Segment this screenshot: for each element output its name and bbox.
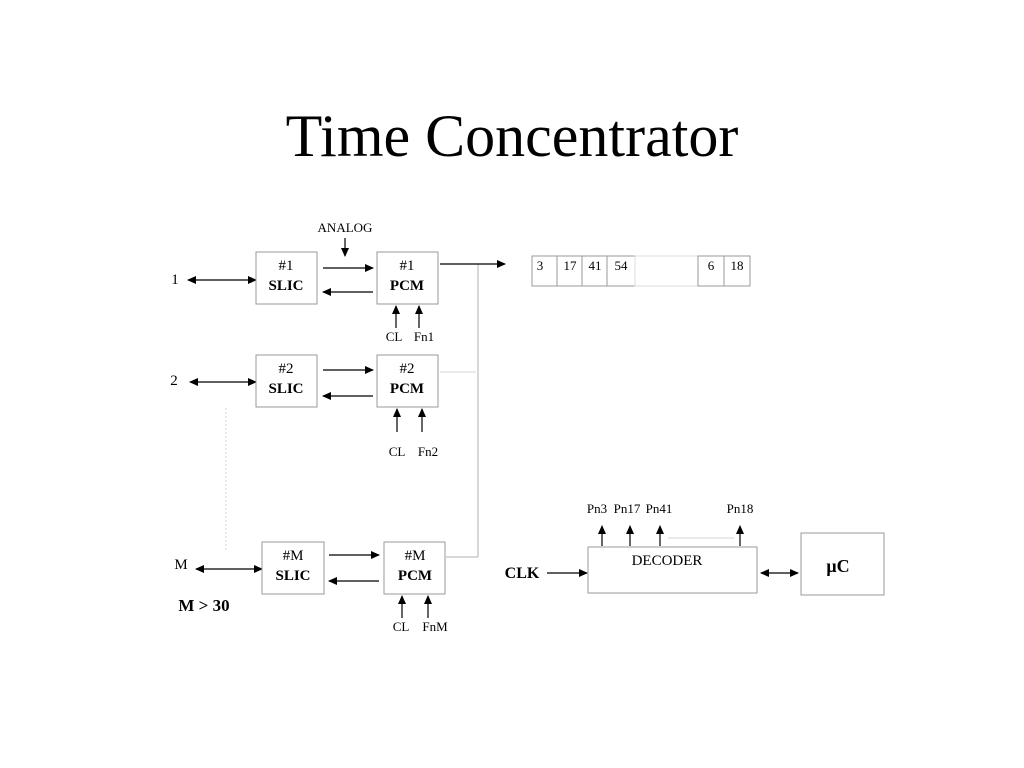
frame-slot-value: 17	[564, 258, 578, 273]
microcontroller-box	[800, 532, 885, 596]
pcm-1-box	[376, 251, 439, 305]
line-2-group: 2 #2 SLIC #2 PCM CL Fn2	[170, 354, 476, 459]
slic-m-box	[261, 541, 325, 595]
frame-slot-gap	[634, 255, 699, 287]
pcm-m-label: PCM	[398, 568, 432, 584]
line-2-label: 2	[170, 373, 178, 389]
frame-slot	[556, 255, 583, 287]
slic-2-box	[255, 354, 318, 408]
pn18-label: Pn18	[727, 501, 754, 516]
frame-slot	[531, 255, 558, 287]
pcm-2-label: PCM	[390, 381, 424, 397]
line-m-group: M #M SLIC #M PCM CL FnM	[174, 541, 478, 634]
pcm-1-number: #1	[400, 258, 415, 274]
pcm-1-label: PCM	[390, 278, 424, 294]
slic-1-box	[255, 251, 318, 305]
cl-2-label: CL	[389, 444, 406, 459]
slic-m-label: SLIC	[275, 568, 310, 584]
frame-slot	[581, 255, 608, 287]
decoder-box	[587, 546, 758, 594]
pcm-m-number: #M	[405, 548, 426, 564]
page-title: Time Concentrator	[285, 103, 739, 169]
cl-1-label: CL	[386, 329, 403, 344]
microcontroller-label: μC	[826, 556, 849, 576]
frame-slot-value: 3	[537, 258, 544, 273]
pn3-label: Pn3	[587, 501, 607, 516]
line-1-group: 1 #1 SLIC #1 PCM CL Fn1	[171, 251, 439, 344]
clk-label: CLK	[505, 565, 540, 582]
line-m-label: M	[174, 557, 187, 573]
constraint-label: M > 30	[178, 596, 229, 615]
fn-m-label: FnM	[422, 619, 448, 634]
frame: 3 17 41 54 6 18	[531, 255, 751, 287]
frame-slot-value: 41	[589, 258, 602, 273]
frame-slot	[723, 255, 751, 287]
pn41-label: Pn41	[646, 501, 673, 516]
frame-slot-value: 18	[731, 258, 744, 273]
pcm-2-number: #2	[400, 361, 415, 377]
slic-2-number: #2	[279, 361, 294, 377]
frame-slot-value: 6	[708, 258, 715, 273]
pcm-m-box	[383, 541, 446, 595]
slic-1-label: SLIC	[268, 278, 303, 294]
pn17-label: Pn17	[614, 501, 641, 516]
cl-m-label: CL	[393, 619, 410, 634]
decoder-label: DECODER	[632, 553, 703, 569]
fn-2-label: Fn2	[418, 444, 438, 459]
pcm-2-box	[376, 354, 439, 408]
fn-1-label: Fn1	[414, 329, 434, 344]
line-1-label: 1	[171, 272, 179, 288]
slic-1-number: #1	[279, 258, 294, 274]
slic-m-number: #M	[283, 548, 304, 564]
frame-slot-value: 54	[615, 258, 629, 273]
slic-2-label: SLIC	[268, 381, 303, 397]
analog-label: ANALOG	[318, 220, 373, 235]
